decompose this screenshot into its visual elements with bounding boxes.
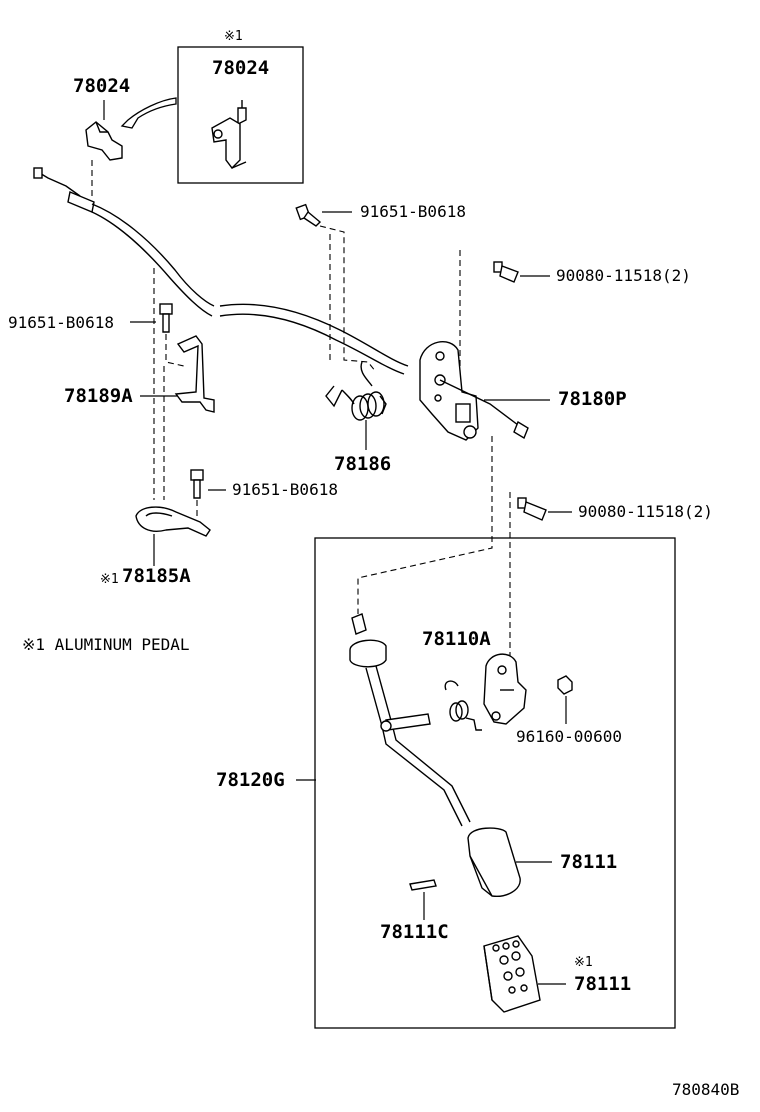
label-bolt-right-top: 90080-11518(2) [556,266,691,285]
bolt-mid-icon [190,469,204,499]
inset-arrow-icon [120,97,177,129]
bracket-78185A-icon [135,506,211,537]
bolt-right-top-icon [493,261,519,283]
inset-marker: ※1 [224,29,243,44]
label-78111-a: 78111 [560,851,617,873]
label-78111-b-marker: ※1 [574,955,593,970]
label-bolt-left: 91651-B0618 [8,313,114,332]
label-78024-inset: 78024 [212,57,269,79]
note-aluminum-pedal: ※1 ALUMINUM PEDAL [22,635,190,654]
label-78189A: 78189A [64,385,133,407]
bolt-left-icon [159,303,173,333]
label-bolt-mid: 91651-B0618 [232,480,338,499]
label-78185A: 78185A [122,565,191,587]
inset-box [177,46,304,184]
label-78120G: 78120G [216,769,285,791]
bracket-78110A-icon [483,653,527,725]
pedal-pad-78111-icon [467,827,521,897]
bracket-78180P-icon [419,341,529,441]
accelerator-cable-icon [33,167,409,375]
bracket-78024-icon [85,121,123,161]
bolt-top-icon [295,203,322,227]
label-78111C: 78111C [380,921,449,943]
label-78186: 78186 [334,453,391,475]
label-bolt-right-mid: 90080-11518(2) [578,502,713,521]
label-78024: 78024 [73,75,130,97]
label-bolt-top: 91651-B0618 [360,202,466,221]
bracket-78189A-icon [174,335,215,413]
pedal-arm-78120G-icon [349,613,471,827]
diagram-code: 780840B [672,1080,739,1099]
label-96160-00600: 96160-00600 [516,727,622,746]
pin-78111C-icon [409,879,437,891]
nut-96160-icon [557,675,573,695]
bolt-right-mid-icon [517,497,547,521]
spring-78186-icon [325,361,387,421]
label-78185A-marker: ※1 [100,572,119,587]
aluminum-pedal-pad-78111-icon [483,935,541,1013]
inset-bracket-icon [211,100,247,170]
label-78110A: 78110A [422,628,491,650]
pedal-assembly-box [314,537,676,1029]
label-78180P: 78180P [558,388,627,410]
spring-78110A-icon [444,680,482,731]
label-78111-b: 78111 [574,973,631,995]
